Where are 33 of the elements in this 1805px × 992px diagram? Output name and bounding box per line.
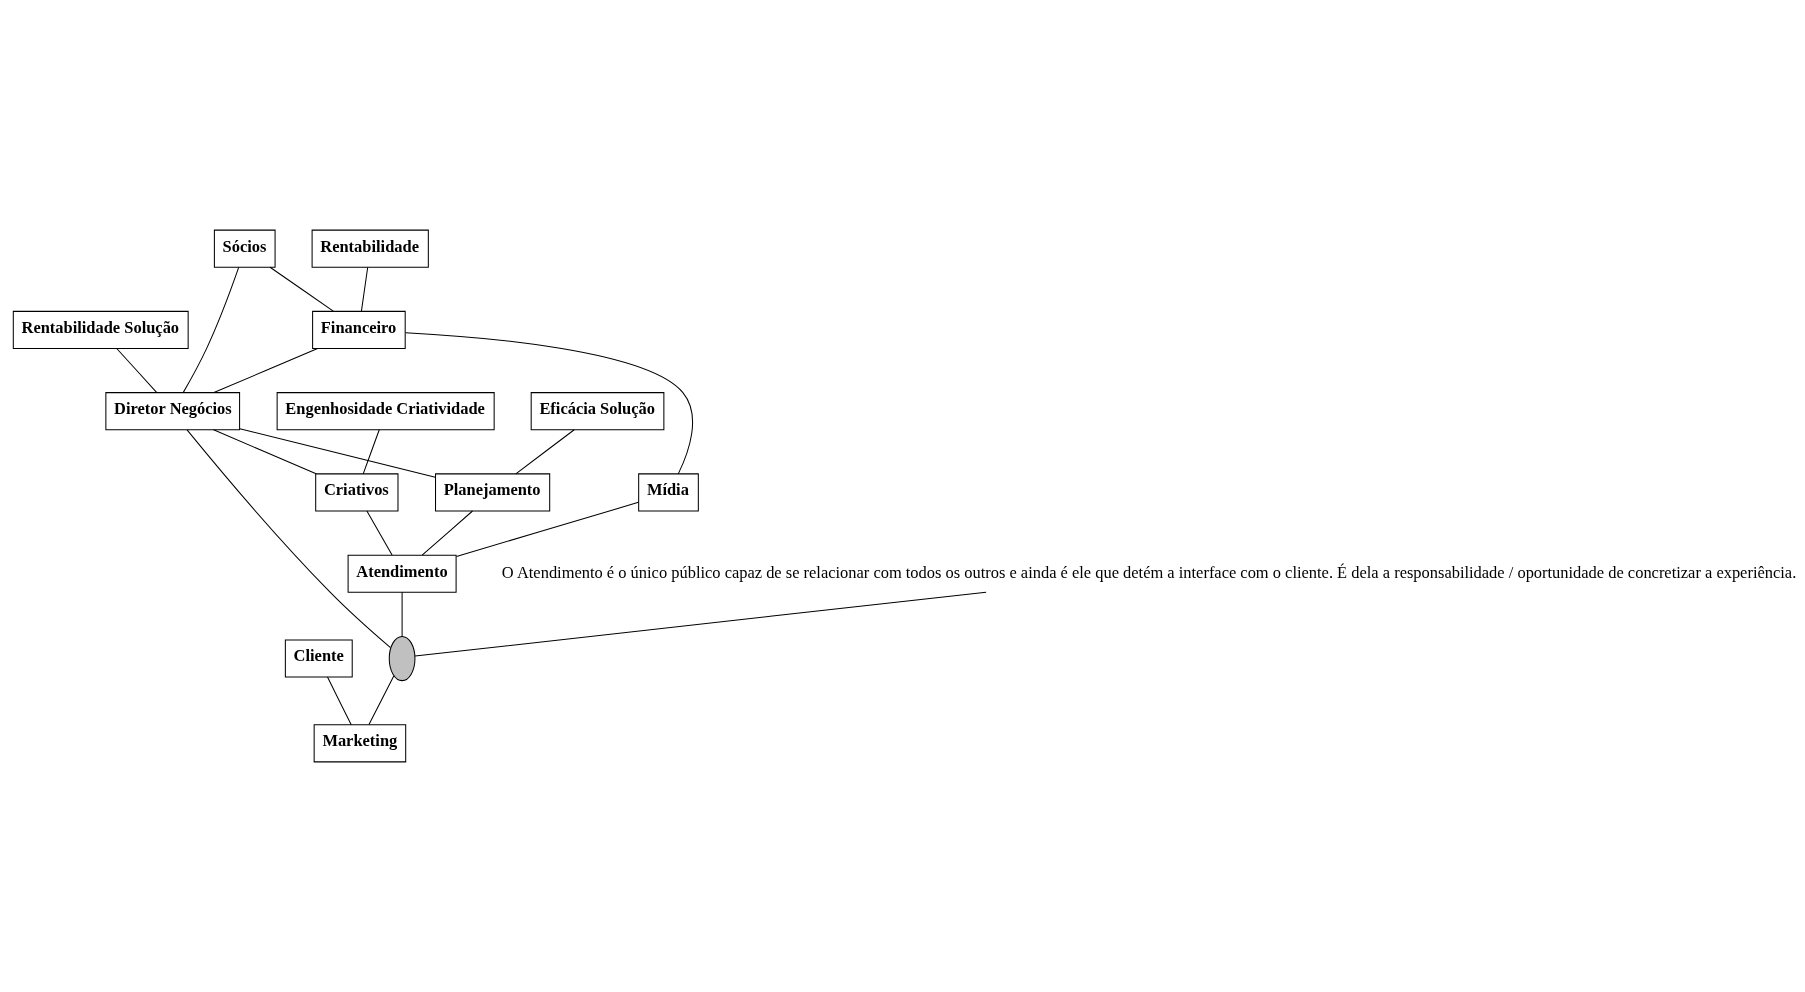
node-box: Cliente [284,639,353,678]
connector [362,429,380,475]
connector [213,429,317,475]
node-box: Planejamento [435,473,551,512]
connector [116,347,158,394]
connector [239,428,436,478]
node-box: Engenhosidade Criatividade [276,392,495,431]
connector [366,510,393,556]
connector [213,347,319,394]
connector [455,501,639,557]
node-box: Diretor Negócios [105,392,241,431]
node-box: Rentabilidade Solução [12,310,189,349]
connector [414,591,987,657]
connector [182,266,240,394]
node-box: Mídia [638,473,699,512]
connector [404,332,693,475]
node-box: Financeiro [312,310,406,349]
node-ellipse [388,635,416,682]
node-text: O Atendimento é o único público capaz de se relacionar com todos os outros e ainda é ele que detém a interface com o cliente. É dela a responsabilidade / oportunidade de concretizar a experiência. [501,562,1797,582]
connector [401,591,403,637]
node-box: Sócios [213,229,276,268]
node-box: Criativos [315,473,399,512]
connector [186,429,391,649]
node-box: Marketing [313,724,407,763]
node-box: Rentabilidade [311,229,429,268]
connector [327,676,352,726]
connector [421,510,474,556]
connector [515,429,575,475]
connector [360,266,369,312]
connector [368,675,395,726]
connector [269,266,335,312]
node-box: Eficácia Solução [530,392,665,431]
node-box: Atendimento [347,554,457,593]
